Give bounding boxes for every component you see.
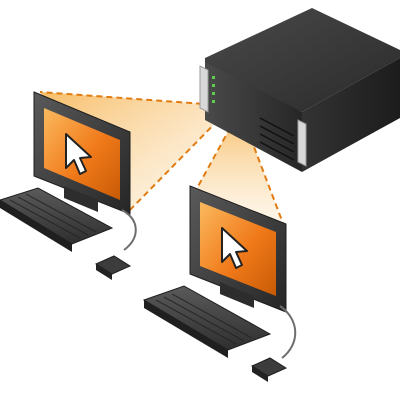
mouse-icon xyxy=(250,305,297,382)
keyboard-icon xyxy=(0,187,114,252)
keyboard-icon xyxy=(142,285,272,358)
server-icon xyxy=(199,8,400,172)
drive-bays xyxy=(259,117,295,161)
desktop-computer-icon xyxy=(142,185,297,382)
mouse-icon xyxy=(94,209,137,280)
status-led-icon xyxy=(212,76,215,103)
mouse-pointer-icon xyxy=(65,133,92,175)
desktop-computer-icon xyxy=(0,91,137,280)
server-handle-left xyxy=(199,65,209,113)
server-handle-right xyxy=(297,119,307,167)
mouse-pointer-icon xyxy=(221,227,248,269)
